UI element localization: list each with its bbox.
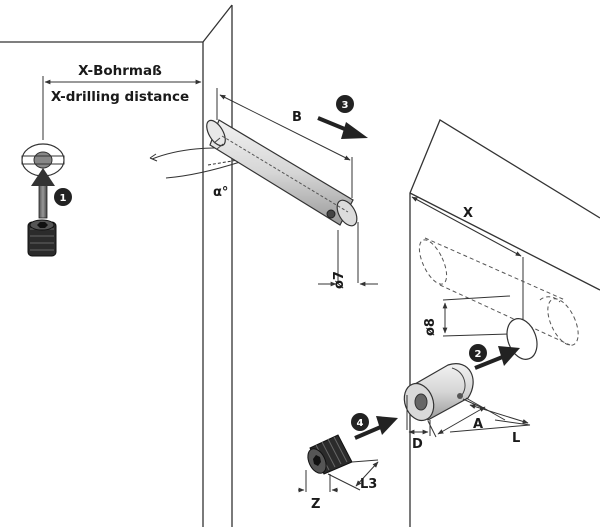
dimension-b: [216, 88, 353, 198]
cam-connector: [403, 363, 474, 422]
label-d7: ø7: [332, 271, 347, 289]
hidden-dowel-outline: [418, 237, 579, 346]
label-x: X: [463, 206, 473, 221]
heading-line2: X-drilling distance: [51, 89, 189, 105]
label-d8: ø8: [423, 318, 438, 336]
step-badge-3: 3: [336, 95, 354, 113]
heading-line1: X-Bohrmaß: [78, 63, 162, 79]
left-panel: [0, 4, 233, 527]
drilled-hole: [21, 143, 65, 177]
dimension-d8: [442, 295, 511, 337]
dowel-pin: [206, 119, 358, 227]
svg-text:1: 1: [60, 193, 67, 204]
dimension-a-l-d: [406, 395, 531, 438]
label-a: A: [473, 417, 483, 432]
label-l3: L3: [360, 477, 377, 492]
step-badge-4: 4: [351, 413, 369, 431]
svg-text:2: 2: [475, 349, 482, 360]
step-badge-1: 1: [54, 188, 72, 206]
svg-text:3: 3: [342, 100, 349, 111]
label-d: D: [412, 437, 423, 452]
label-z: Z: [311, 497, 320, 512]
dimension-z-l3: [298, 459, 379, 493]
grub-screw-bottom: [307, 434, 353, 475]
grub-screw-left: [27, 219, 57, 257]
right-panel: [409, 119, 600, 527]
svg-text:4: 4: [357, 418, 364, 429]
label-alpha: α°: [213, 185, 228, 200]
step-badge-2: 2: [469, 344, 487, 362]
label-b: B: [292, 110, 302, 125]
label-l: L: [512, 431, 520, 446]
dimension-x: [411, 196, 524, 330]
arrow-step-4: [354, 416, 398, 440]
arrow-step-2: [474, 346, 520, 370]
arrow-step-1: [31, 168, 55, 219]
arrow-step-3: [317, 116, 368, 139]
dimension-d7: [318, 222, 378, 287]
x-drilling-dimension: [42, 76, 204, 140]
